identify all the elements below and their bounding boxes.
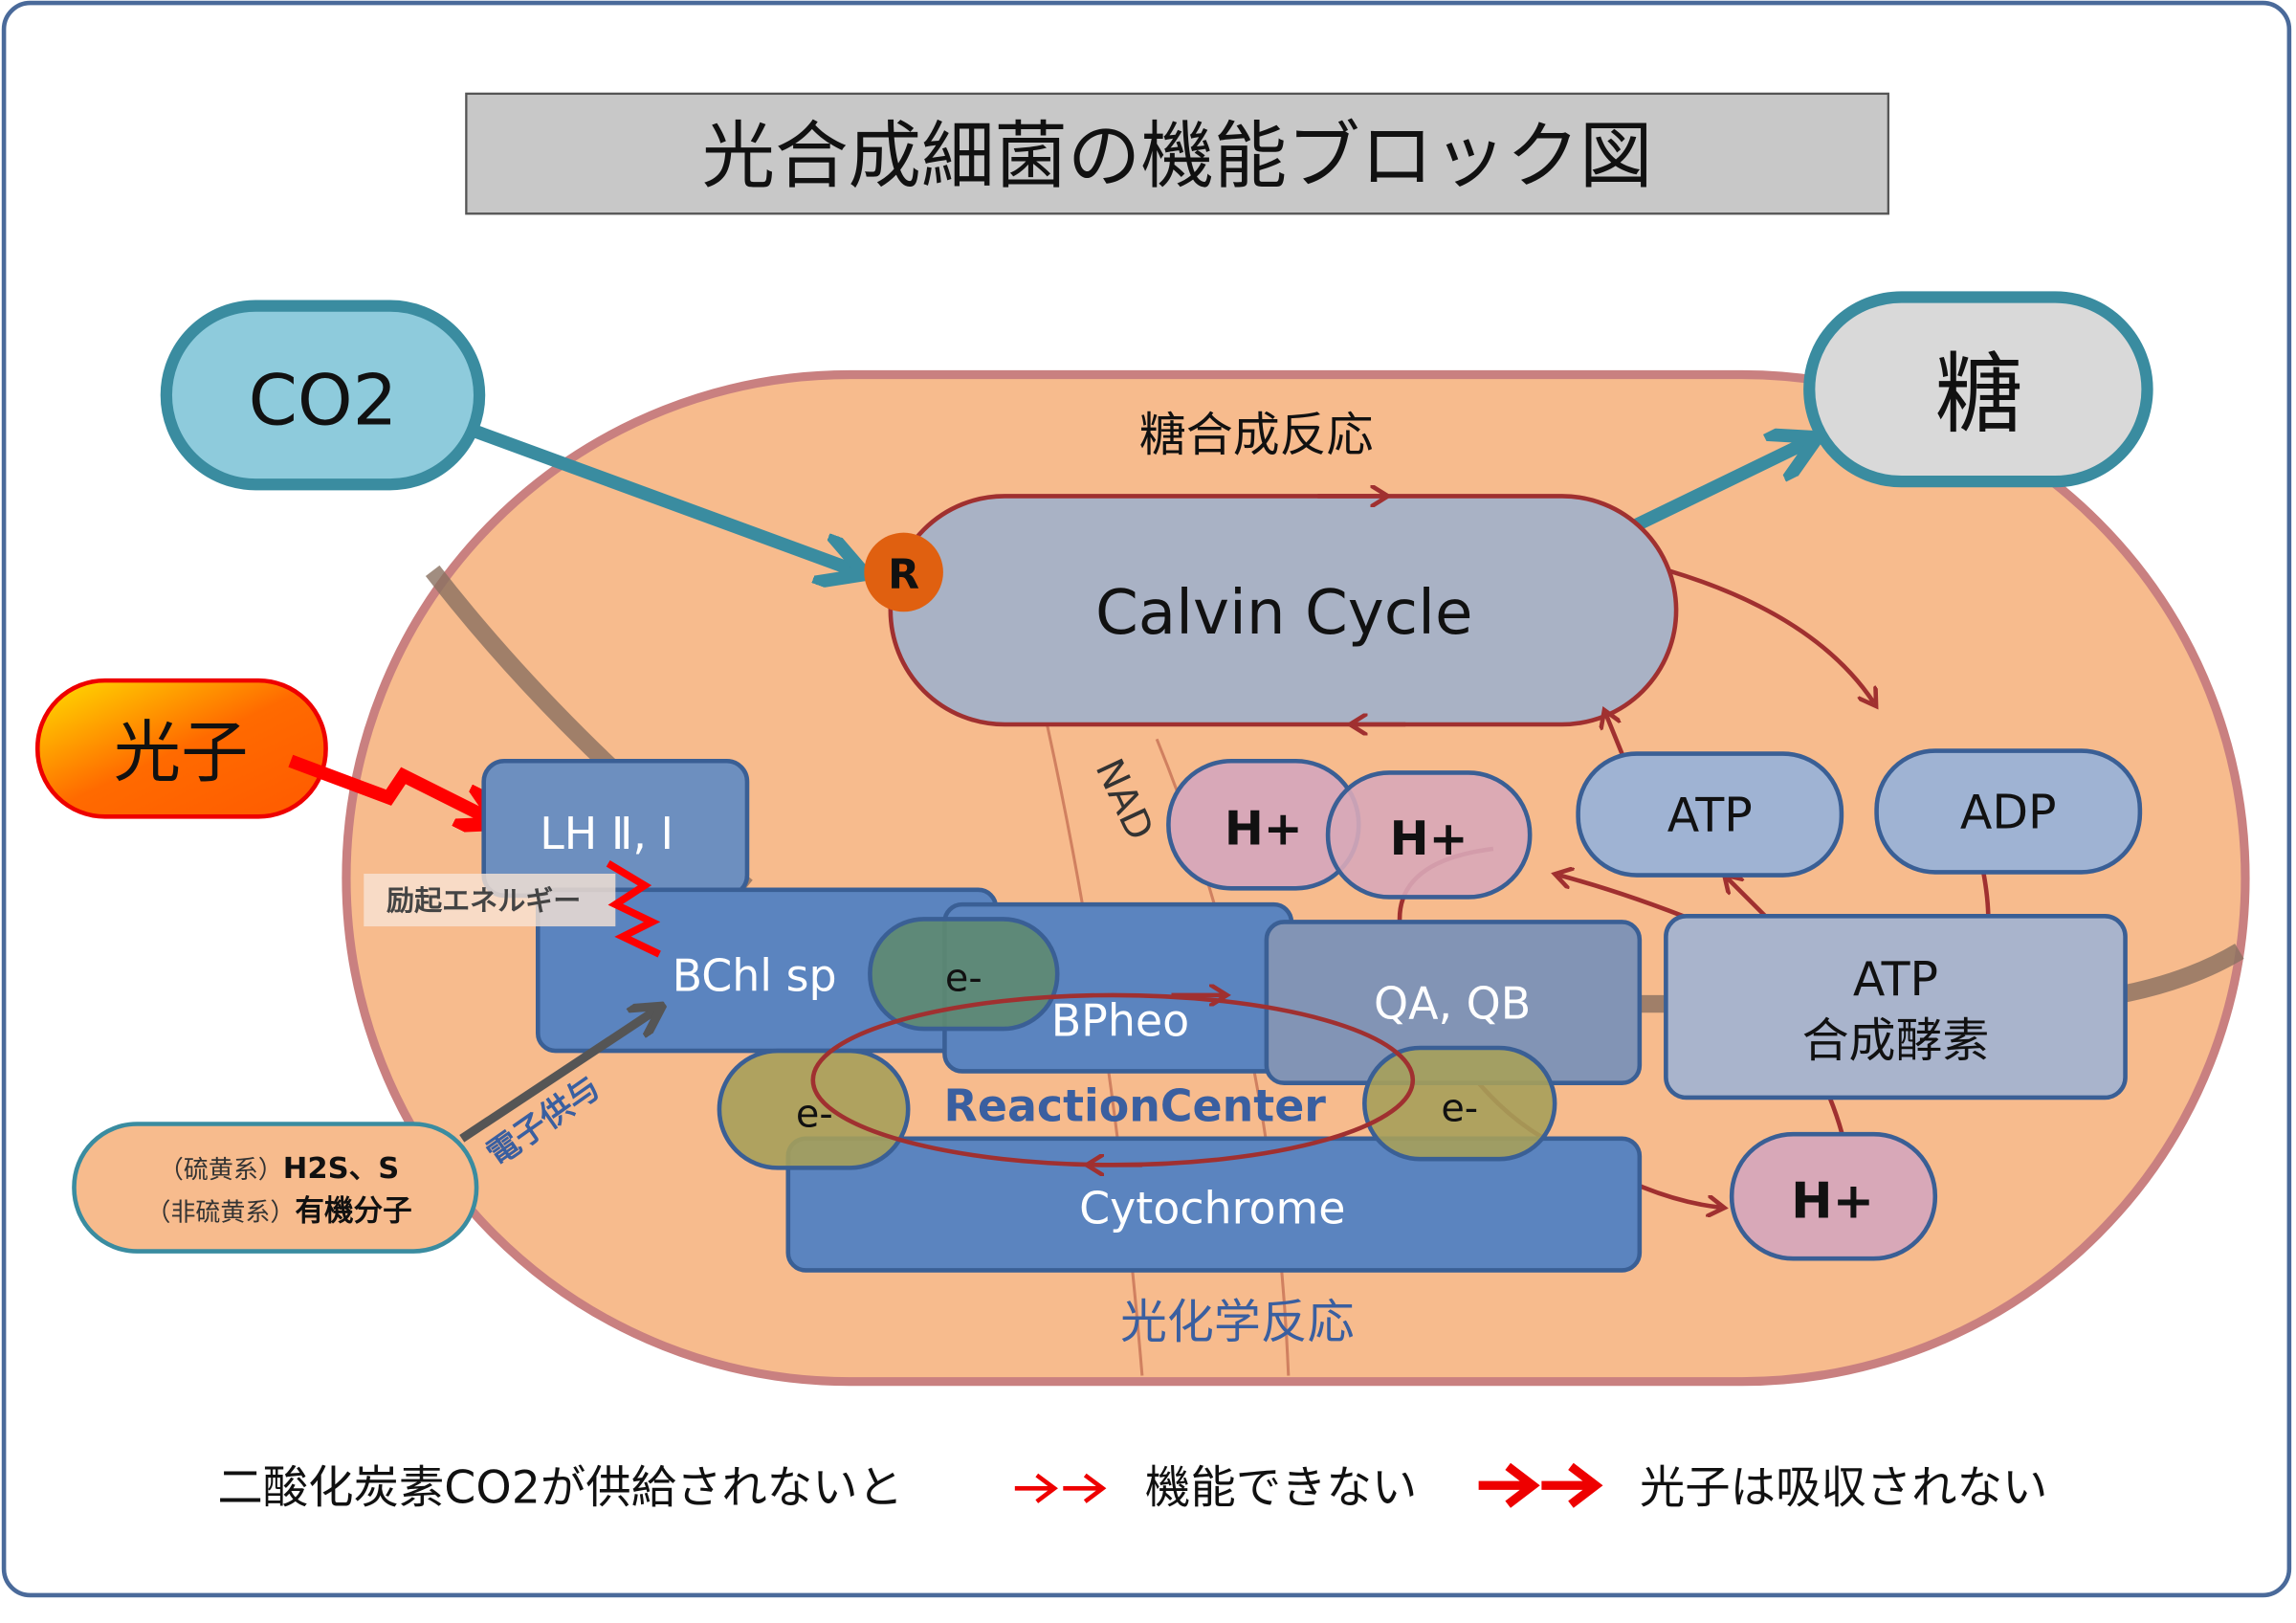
adp-node: [1874, 748, 2143, 875]
proton-node-2: [1325, 770, 1533, 900]
calvin-cycle-node: [888, 494, 1679, 727]
co2-label: CO2: [249, 360, 398, 441]
photon-label: 光子: [114, 714, 249, 792]
adp-to-calvin-arrow: [1667, 568, 1873, 702]
excitation-zigzag: [606, 860, 661, 958]
photochemical-reaction-label: 光化学反応: [1120, 1295, 1355, 1349]
proton-label-1: H+: [1225, 801, 1303, 856]
photon-arrow: [288, 754, 492, 819]
atp-label: ATP: [1667, 789, 1753, 843]
footer-part-1: 二酸化炭素CO2が供給されないと: [217, 1462, 903, 1515]
sugar-synthesis-label: 糖合成反応: [1139, 408, 1374, 462]
page-title: 光合成細菌の機能ブロック図: [702, 115, 1653, 200]
donor-line-2: （非硫黄系）有機分子: [145, 1194, 411, 1228]
sugar-node: [1803, 291, 2153, 488]
cytochrome-complex: [785, 1136, 1643, 1273]
atp-synthase: [1664, 914, 2128, 1101]
calvin-cycle-label: Calvin Cycle: [1095, 577, 1473, 649]
cytochrome-label: Cytochrome: [1079, 1182, 1345, 1234]
title-box: [465, 92, 1889, 215]
small-red-arrows: [1014, 1473, 1107, 1503]
donor-line-1: （硫黄系）H2S、S: [159, 1152, 399, 1186]
large-red-arrows: [1478, 1462, 1603, 1508]
proton-node-3: [1729, 1131, 1938, 1261]
excitation-energy-label: 励起エネルギー: [386, 884, 581, 917]
electron-label-2: e-: [796, 1093, 833, 1137]
atp-synthase-label-1: ATP: [1853, 952, 1938, 1007]
adp-label: ADP: [1960, 786, 2057, 840]
proton-label-3: H+: [1791, 1172, 1874, 1230]
atp-synthase-label-2: 合成酵素: [1802, 1013, 1990, 1068]
co2-arrow: [474, 425, 855, 570]
proton-label-2: H+: [1390, 812, 1468, 866]
footer-part-2: 機能できない: [1145, 1462, 1417, 1515]
excitation-label-box: [364, 873, 616, 927]
sugar-arrow: [1614, 442, 1808, 541]
bchl-label: BChl sp: [673, 949, 837, 1001]
reaction-center-label: ReactionCenter: [944, 1079, 1327, 1131]
bpheo-label: BPheo: [1051, 995, 1189, 1047]
footer-part-3: 光子は吸収されない: [1640, 1462, 2048, 1515]
electron-node-2: [717, 1048, 911, 1170]
photon-node: [34, 678, 328, 819]
co2-node: [160, 300, 486, 491]
electron-label-1: e-: [945, 956, 982, 1000]
atp-node: [1576, 751, 1844, 878]
electron-label-3: e-: [1441, 1086, 1478, 1130]
electron-donor-node: [72, 1122, 479, 1254]
qaqb-label: QA, QB: [1374, 977, 1531, 1029]
rubisco-label: R: [888, 551, 919, 599]
sugar-label: 糖: [1935, 343, 2023, 445]
lh-label: LH Ⅱ, Ⅰ: [540, 808, 673, 859]
electron-donation-arrow: [459, 1010, 656, 1143]
rubisco-node: [864, 532, 943, 612]
